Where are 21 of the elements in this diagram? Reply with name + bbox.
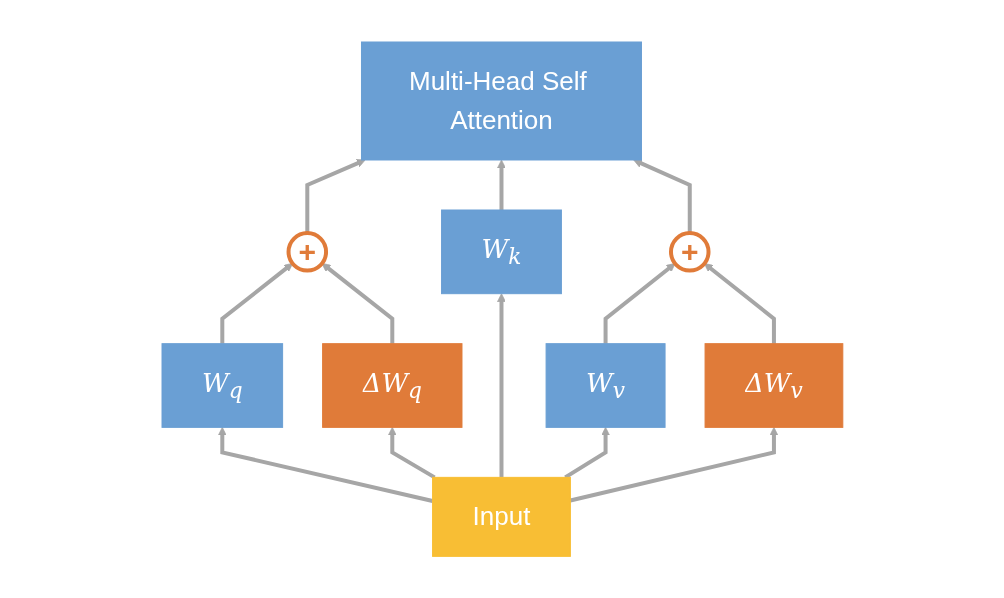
node-box: W$_{k}$ (440, 209, 562, 294)
node-box: W$_{q}$ (161, 343, 283, 428)
arrow (563, 426, 610, 479)
node-box: ΔW$_{q}$ (321, 343, 463, 428)
node-box: W$_{v}$ (545, 343, 666, 428)
arrow (321, 262, 394, 344)
node-box: ΔW$_{v}$ (704, 343, 843, 428)
arrow (304, 158, 366, 233)
arrow (632, 159, 692, 233)
node-circle: + (286, 230, 328, 273)
arrow (217, 426, 433, 503)
arrow (496, 293, 506, 478)
arrow (219, 262, 293, 344)
node-circle: + (668, 230, 711, 273)
arrow (387, 426, 436, 479)
node-box: Multi-Head Self Attention (360, 41, 642, 161)
arrow (496, 159, 506, 210)
arrow (569, 426, 778, 503)
arrow (603, 262, 676, 344)
node-box: Input (431, 476, 571, 557)
arrow (703, 262, 776, 344)
